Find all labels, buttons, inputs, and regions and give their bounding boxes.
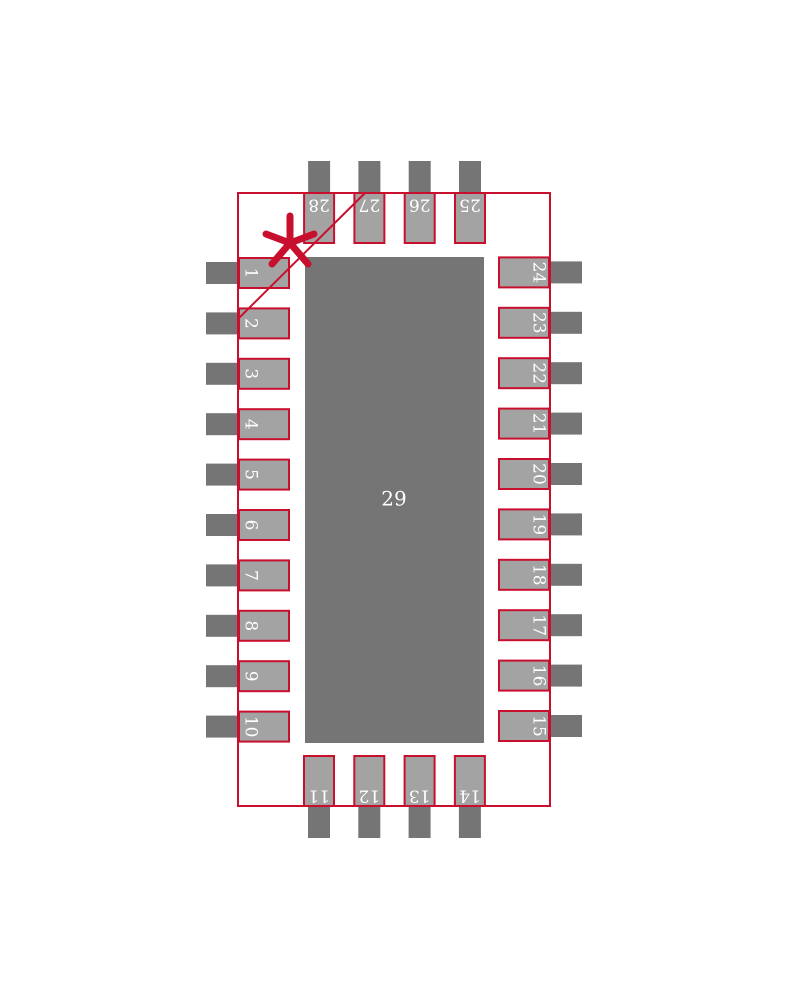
pad-right	[498, 256, 550, 289]
pad-left	[238, 609, 290, 642]
pad-right	[498, 508, 550, 541]
lead-top	[308, 161, 331, 194]
lead-left	[206, 312, 240, 335]
pin-label-right: 22	[529, 362, 549, 384]
lead-top	[459, 161, 481, 194]
pin-label-top: 26	[409, 195, 431, 215]
pad-left	[238, 357, 290, 390]
pad-top	[403, 192, 436, 244]
pin-label-left: 8	[241, 620, 261, 631]
lead-left	[206, 463, 240, 486]
lead-right	[548, 261, 582, 284]
lead-right	[548, 412, 582, 435]
lead-left	[206, 665, 240, 688]
pad-right	[498, 609, 550, 642]
pad-right	[498, 659, 550, 692]
pad-right	[498, 306, 550, 339]
pin-label-right: 16	[529, 665, 549, 687]
pin-label-right: 19	[529, 514, 549, 536]
lead-right	[548, 563, 582, 586]
pad-top	[454, 192, 486, 244]
pad-bottom	[453, 755, 486, 807]
lead-right	[548, 664, 582, 687]
pin-label-left: 1	[241, 268, 261, 279]
pin-label-right: 18	[529, 564, 549, 586]
pin-label-bottom: 11	[308, 786, 330, 806]
package-outline	[237, 192, 551, 807]
lead-bottom	[408, 805, 431, 838]
pin-label-top: 27	[359, 195, 381, 215]
pad-top	[353, 192, 386, 244]
lead-right	[548, 463, 582, 485]
lead-bottom	[308, 805, 330, 838]
pin-label-top: 25	[459, 195, 481, 215]
pin-label-top: 28	[308, 195, 330, 215]
pin-label-right: 20	[529, 463, 549, 485]
lead-group	[206, 161, 582, 838]
lead-bottom	[358, 805, 381, 838]
lead-right	[548, 362, 582, 385]
pin-label-left: 3	[241, 368, 261, 379]
pad-left	[238, 559, 290, 592]
pad-left	[238, 307, 290, 340]
pin-label-left: 9	[241, 671, 261, 682]
pin-label-right: 21	[529, 413, 549, 435]
pin-label-left: 6	[241, 520, 261, 531]
lead-left	[206, 262, 240, 284]
pin-label-left: 2	[241, 318, 261, 329]
pad-right	[498, 357, 550, 390]
lead-right	[548, 715, 582, 737]
lead-left	[206, 614, 240, 637]
pad-left	[238, 458, 290, 491]
pad-left	[238, 710, 290, 743]
pin-label-left: 10	[241, 716, 261, 738]
lead-left	[206, 715, 240, 738]
pad-left	[238, 660, 290, 693]
pin-label-left: 4	[241, 419, 261, 430]
lead-top	[358, 161, 381, 194]
lead-left	[206, 564, 240, 587]
pin-label-right: 15	[529, 715, 549, 737]
pad-left	[238, 509, 290, 541]
pin-label-right: 17	[529, 614, 549, 636]
lead-left	[206, 362, 240, 385]
pin-label-left: 7	[241, 570, 261, 581]
pin-label-bottom: 14	[459, 786, 481, 806]
pin-label-bottom: 13	[409, 786, 431, 806]
pad-left	[238, 257, 290, 289]
thermal-pad	[305, 257, 484, 743]
pad-right	[498, 458, 550, 490]
lead-top	[408, 161, 431, 194]
pin-label-right: 23	[529, 312, 549, 334]
pin1-asterisk-icon	[262, 212, 318, 268]
pad-left	[238, 408, 290, 441]
lead-right	[548, 311, 582, 334]
pad-bottom	[353, 755, 386, 807]
lead-right	[548, 513, 582, 536]
lead-right	[548, 614, 582, 637]
pin-label-bottom: 12	[358, 786, 380, 806]
pin-label-left: 5	[241, 469, 261, 480]
pad-right	[498, 710, 550, 742]
pad-bottom	[303, 755, 335, 807]
lead-bottom	[458, 805, 481, 838]
thermal-pad-label: 29	[381, 487, 406, 511]
lead-left	[206, 514, 240, 536]
pad-bottom	[403, 755, 436, 807]
pad-right	[498, 407, 550, 440]
lead-left	[206, 413, 240, 436]
pad-right	[498, 558, 550, 591]
pin-label-right: 24	[529, 262, 549, 284]
